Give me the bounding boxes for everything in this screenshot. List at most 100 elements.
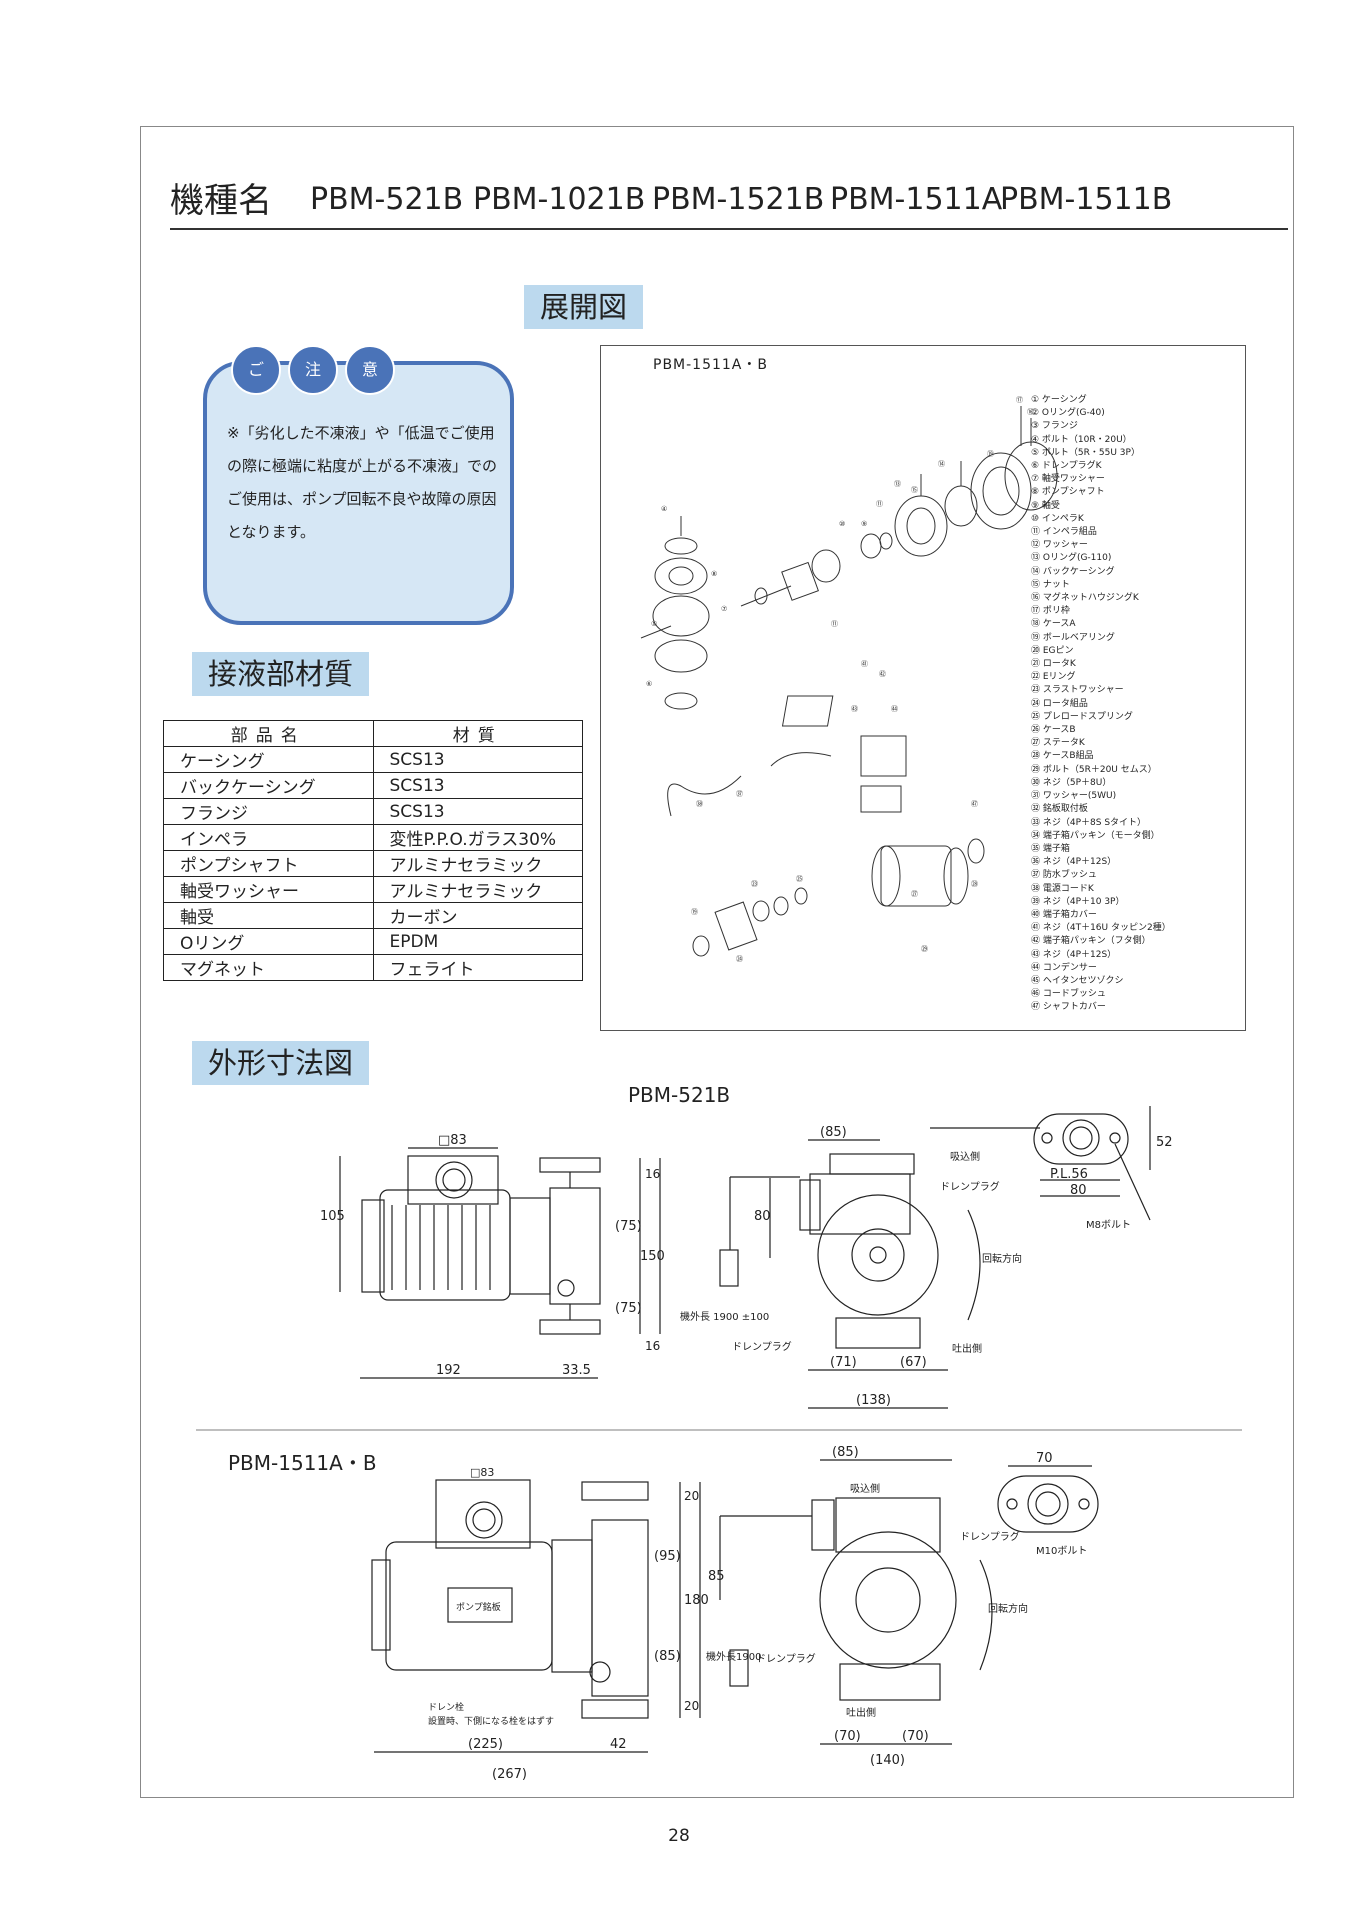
part-name: ケーシング xyxy=(163,746,374,773)
dim1511-plate: ポンプ銘板 xyxy=(456,1601,501,1613)
part-item: ㉜ 銘板取付板 xyxy=(1031,804,1088,815)
dim1511-85h: (85) xyxy=(832,1445,859,1460)
dim521-cord: 機外長 1900 ±100 xyxy=(680,1310,769,1323)
part-item: ㉝ ネジ（4P＋8S Sタイト） xyxy=(1031,817,1147,828)
section-title-dimension: 外形寸法図 xyxy=(192,1041,370,1085)
dim521-drain: ドレンプラグ xyxy=(940,1180,1000,1193)
col-header-part: 部品名 xyxy=(163,720,374,747)
dim1511-motor: □83 xyxy=(470,1466,494,1479)
model-name: PBM-521B xyxy=(310,182,464,217)
dim1511-outlet: 吐出側 xyxy=(846,1706,876,1719)
part-name: インペラ xyxy=(163,824,374,851)
table-row: インペラ変性P.P.O.ガラス30% xyxy=(163,824,583,851)
material-name: フェライト xyxy=(372,954,583,981)
material-name: アルミナセラミック xyxy=(372,876,583,903)
dim1511-95: (95) xyxy=(654,1549,681,1564)
table-row: 軸受ワッシャーアルミナセラミック xyxy=(163,876,583,903)
model-name: PBM-1511A xyxy=(830,182,1003,217)
svg-text:㊼: ㊼ xyxy=(971,800,978,808)
dim521-192: 192 xyxy=(436,1363,461,1378)
svg-text:⑲: ⑲ xyxy=(987,450,994,458)
dim1511-180: 180 xyxy=(684,1593,709,1608)
svg-text:⑭: ⑭ xyxy=(938,460,945,468)
svg-text:㊹: ㊹ xyxy=(891,705,898,713)
part-item: ㉗ ステータK xyxy=(1031,738,1085,749)
dim521-150: 150 xyxy=(640,1249,665,1264)
part-item: ④ ボルト（10R・20U） xyxy=(1031,434,1132,445)
dim1511-fl70: 70 xyxy=(1036,1451,1053,1466)
svg-text:⑪: ⑪ xyxy=(876,500,883,508)
part-item: ㉟ 端子箱 xyxy=(1031,843,1070,854)
dim521-inlet: 吸込側 xyxy=(950,1150,980,1163)
dim1511-20a: 20 xyxy=(684,1489,699,1503)
svg-text:㉔: ㉔ xyxy=(736,955,743,963)
part-item: ㊸ ネジ（4P＋12S） xyxy=(1031,949,1117,960)
part-item: ㉕ プレロードスプリング xyxy=(1031,711,1133,722)
material-name: SCS13 xyxy=(372,772,583,799)
dim521-71: (71) xyxy=(830,1355,857,1370)
notice-text: ※「劣化した不凍液」や「低温でご使用の際に極端に粘度が上がる不凍液」でのご使用は… xyxy=(227,424,498,541)
part-item: ㉙ ボルト（5R＋20U セムス） xyxy=(1031,764,1157,775)
dim521-75b: (75) xyxy=(615,1301,642,1316)
part-item: ⑮ ナット xyxy=(1031,579,1070,590)
parts-list: ① ケーシング ② Oリング(G-40) ③ フランジ ④ ボルト（10R・20… xyxy=(1031,394,1171,1015)
dim1511-42: 42 xyxy=(610,1737,627,1752)
svg-text:⑬: ⑬ xyxy=(894,480,901,488)
dimension-drawings: PBM-521B □83 105 192 33.5 16 (75) 150 (7… xyxy=(196,1083,1242,1780)
svg-text:⑪: ⑪ xyxy=(831,620,838,628)
exploded-title: PBM-1511A・B xyxy=(653,357,768,373)
dim521-335: 33.5 xyxy=(562,1363,591,1378)
svg-text:④: ④ xyxy=(661,505,667,513)
part-item: ⑫ ワッシャー xyxy=(1031,540,1088,551)
dim1511-bolt: M10ボルト xyxy=(1036,1545,1087,1557)
svg-text:㉘: ㉘ xyxy=(971,880,978,888)
dim1511-cord: 機外長1900 xyxy=(706,1650,761,1663)
part-name: バックケーシング xyxy=(163,772,374,799)
part-item: ㉚ ネジ（5P＋8U） xyxy=(1031,777,1112,788)
material-name: SCS13 xyxy=(372,746,583,773)
svg-text:⑤: ⑤ xyxy=(651,620,657,628)
dim521-fl80: 80 xyxy=(1070,1183,1087,1198)
dim521-85: (85) xyxy=(820,1125,847,1140)
svg-text:⑨: ⑨ xyxy=(861,520,867,528)
part-item: ㊳ 電源コードK xyxy=(1031,883,1094,894)
dim521-drain2: ドレンプラグ xyxy=(732,1340,792,1353)
part-item: ⑭ バックケーシング xyxy=(1031,566,1115,577)
dim521-outlet: 吐出側 xyxy=(952,1342,982,1355)
table-row: 軸受カーボン xyxy=(163,902,583,929)
material-name: EPDM xyxy=(372,928,583,955)
part-item: ㉛ ワッシャー(5WU) xyxy=(1031,791,1117,802)
part-item: ㊷ 端子箱パッキン（フタ側） xyxy=(1031,936,1151,947)
part-item: ㉞ 端子箱パッキン（モータ側） xyxy=(1031,830,1160,841)
dim1511-20b: 20 xyxy=(684,1699,699,1713)
model-name: PBM-1021B xyxy=(473,182,646,217)
part-name: マグネット xyxy=(163,954,374,981)
part-item: ㉖ ケースB xyxy=(1031,725,1076,736)
dim1511-drain-note2: 設置時、下側になる栓をはずす xyxy=(428,1715,554,1727)
part-item: ⑲ ボールベアリング xyxy=(1031,632,1115,643)
part-item: ㊼ シャフトカバー xyxy=(1031,1002,1106,1013)
svg-text:㊷: ㊷ xyxy=(879,670,886,678)
dim521-16b: 16 xyxy=(645,1339,660,1353)
part-item: ㊵ 端子箱カバー xyxy=(1031,909,1097,920)
part-item: ㉔ ロータ組品 xyxy=(1031,698,1088,709)
part-item: ㊺ ヘイタンセツゾクシ xyxy=(1031,975,1124,986)
svg-text:⑲: ⑲ xyxy=(691,908,698,916)
table-row: マグネットフェライト xyxy=(163,954,583,981)
material-name: カーボン xyxy=(372,902,583,929)
notice-badge: 意 xyxy=(345,345,395,395)
dim521-75a: (75) xyxy=(615,1219,642,1234)
model-name: PBM-1511B xyxy=(1000,182,1173,217)
material-name: 変性P.P.O.ガラス30% xyxy=(372,824,583,851)
dim1511-140: (140) xyxy=(870,1753,905,1768)
model-name: PBM-1521B xyxy=(652,182,825,217)
exploded-diagram: PBM-1511A・B xyxy=(600,345,1246,1031)
dim1511-85v: (85) xyxy=(654,1649,681,1664)
svg-text:㉓: ㉓ xyxy=(751,880,758,888)
part-item: ㊱ ネジ（4P＋12S） xyxy=(1031,857,1117,868)
part-item: ㉓ スラストワッシャー xyxy=(1031,685,1124,696)
